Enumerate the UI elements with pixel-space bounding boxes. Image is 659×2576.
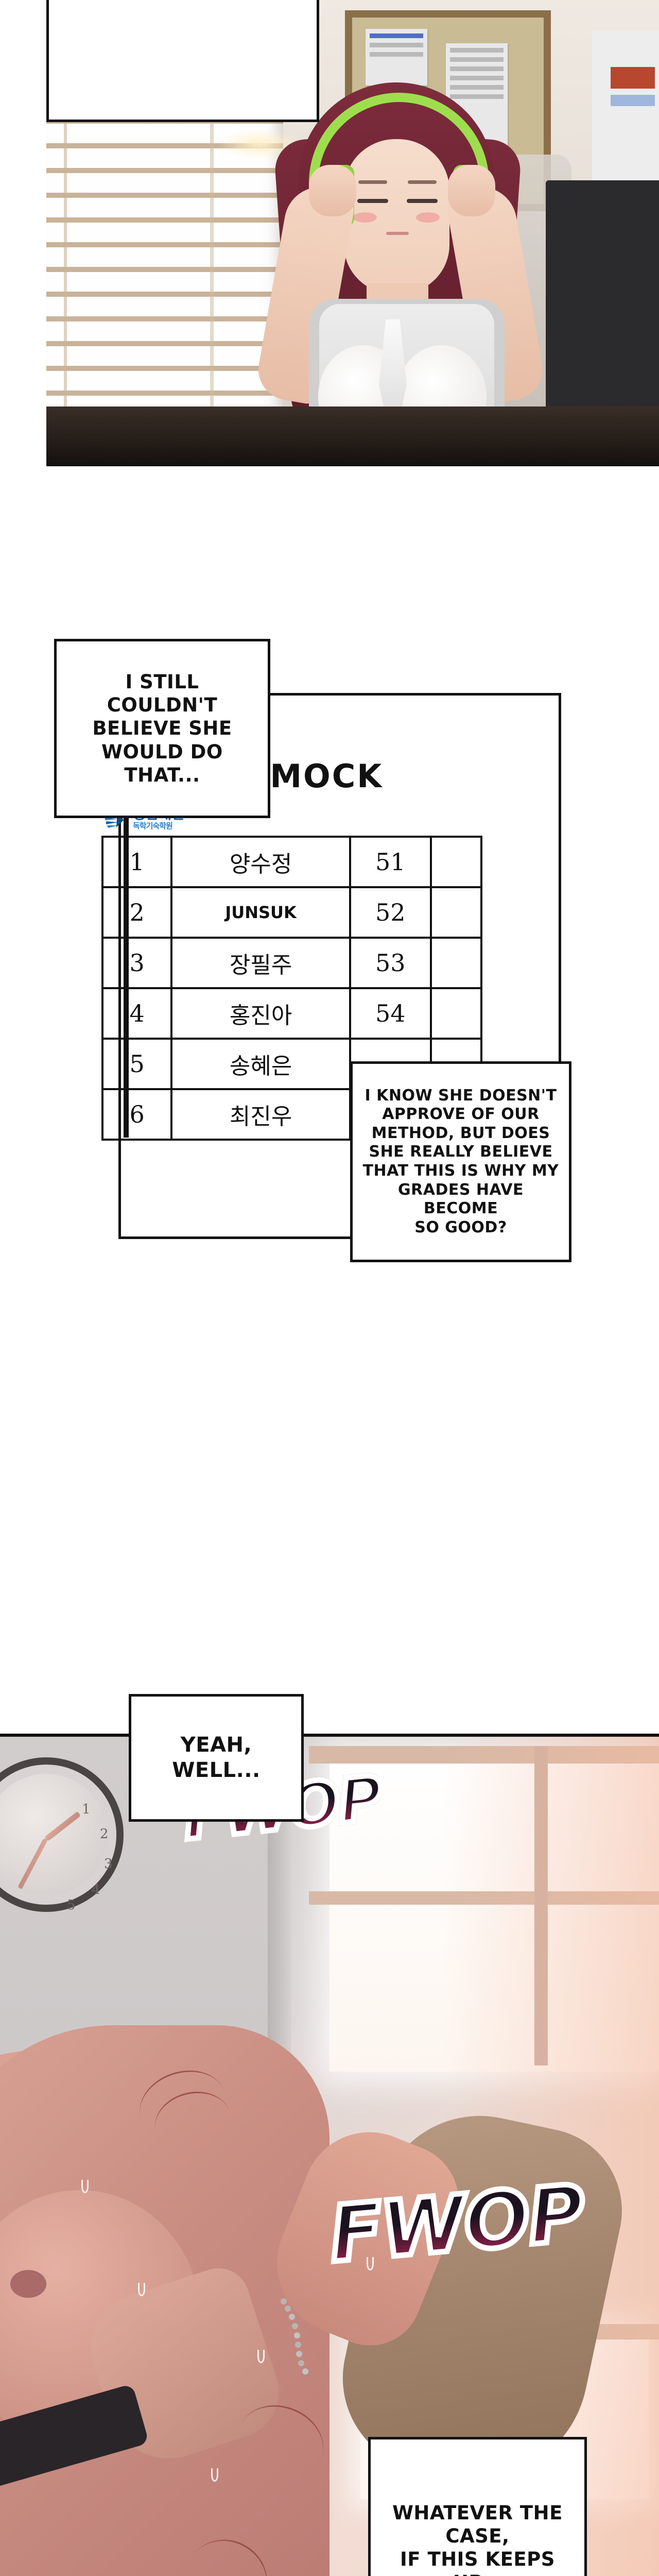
sweat-drop-5: [81, 2180, 89, 2193]
clock-number-4: 4: [92, 1882, 100, 1897]
blush-left: [353, 212, 377, 223]
cell-rank: 4: [101, 987, 173, 1040]
cell-rank: 2: [101, 886, 173, 939]
cell-name: 장필주: [170, 937, 351, 989]
cell-name: 홍진아: [170, 987, 351, 1040]
blind-cord-left: [64, 0, 67, 463]
cell-name: 송혜은: [170, 1038, 351, 1090]
cell-name: JUNSUK: [170, 886, 351, 939]
cell-rank: 1: [101, 836, 173, 888]
mouth: [386, 232, 409, 235]
caption-box-empty: [46, 0, 319, 122]
eye-right: [407, 199, 438, 203]
cell-extra: [429, 836, 483, 888]
cell-rank: 3: [101, 937, 173, 989]
cell-name: 최진우: [170, 1088, 351, 1141]
caption-box-i-still-couldnt-believe: I STILL COULDN'T BELIEVE SHE WOULD DO TH…: [54, 639, 270, 818]
cell-score: 54: [349, 987, 432, 1040]
caption-box-yeah-well: YEAH, WELL...: [129, 1694, 304, 1822]
caption-box-whatever-the-case: WHATEVER THE CASE, IF THIS KEEPS UP...: [368, 2437, 587, 2576]
sweat-drop-2: [257, 2350, 265, 2363]
hand-left: [309, 165, 356, 216]
cell-score: 52: [349, 886, 432, 939]
comic-panel-3: 1 2 3 4 5: [0, 1734, 659, 2576]
cell-rank: 5: [101, 1038, 173, 1090]
cell-score: 51: [349, 836, 432, 888]
sweat-drop-3: [211, 2468, 218, 2482]
wall-document: [592, 31, 659, 180]
cell-extra: [429, 937, 483, 989]
desk-surface: [46, 406, 659, 463]
red-header-block: [611, 67, 655, 89]
blind-cord-right: [210, 0, 214, 463]
clock-number-1: 1: [82, 1802, 91, 1817]
hand-right: [448, 165, 495, 216]
blue-bar-block: [611, 95, 655, 106]
clock-number-3: 3: [104, 1856, 113, 1872]
blush-right: [416, 212, 440, 223]
character-woman: [232, 77, 561, 463]
caption-2-tail-down: [124, 818, 129, 1138]
eye-left: [357, 199, 388, 203]
comic-panel-1: [46, 0, 659, 466]
sweat-drop-4: [367, 2257, 374, 2270]
cell-extra: [429, 886, 483, 939]
sweat-drop-1: [138, 2283, 145, 2296]
caption-box-i-know-she-doesnt-approve: I KNOW SHE DOESN'T APPROVE OF OUR METHOD…: [350, 1061, 571, 1262]
clock-number-2: 2: [100, 1826, 109, 1842]
pinned-paper-1: [366, 29, 427, 86]
cell-rank: 6: [101, 1088, 173, 1141]
cell-extra: [429, 987, 483, 1040]
chest-detail: [10, 2270, 46, 2298]
cell-name: 양수정: [170, 836, 351, 888]
clock-number-5: 5: [67, 1897, 76, 1913]
pearl-necklace: [281, 2298, 287, 2304]
cell-score: 53: [349, 937, 432, 989]
academy-subtitle: 독학기숙학원: [133, 821, 173, 831]
